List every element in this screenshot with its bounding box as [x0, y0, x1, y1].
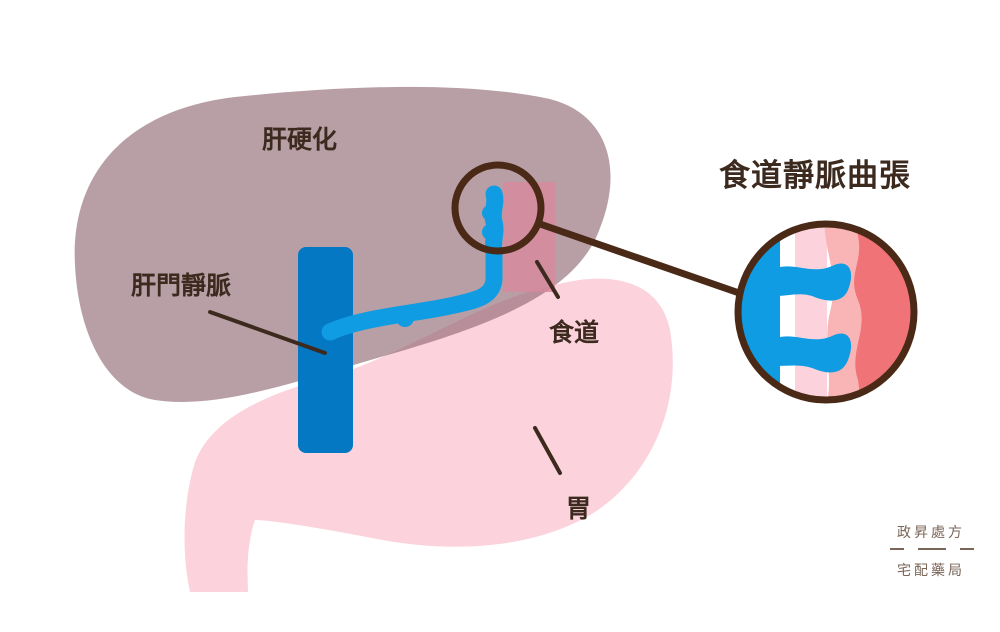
leader-portal-vein [208, 310, 327, 355]
leader-stomach [533, 426, 562, 475]
leader-esophagus [535, 260, 560, 299]
portal-vein-label: 肝門靜脈 [131, 271, 232, 300]
brand-line-1: 政昇處方 [897, 525, 965, 541]
brand-line-2: 宅配藥局 [897, 563, 965, 579]
varix-bulge [396, 309, 414, 327]
varix-bulge [482, 224, 498, 240]
stomach-shape [184, 278, 673, 592]
esophagus-label: 食道 [549, 318, 600, 347]
connector-line [538, 220, 744, 298]
magnified-inset [738, 224, 914, 400]
focus-circle [451, 161, 545, 255]
portal-vein-shape [298, 247, 353, 453]
varix-bulge [482, 205, 498, 221]
stomach-label: 胃 [566, 494, 592, 523]
liver-shape [74, 86, 611, 402]
magnifier-ring [734, 220, 918, 404]
diagram-title: 食道靜脈曲張 [719, 158, 911, 194]
liver-label: 肝硬化 [262, 125, 338, 154]
